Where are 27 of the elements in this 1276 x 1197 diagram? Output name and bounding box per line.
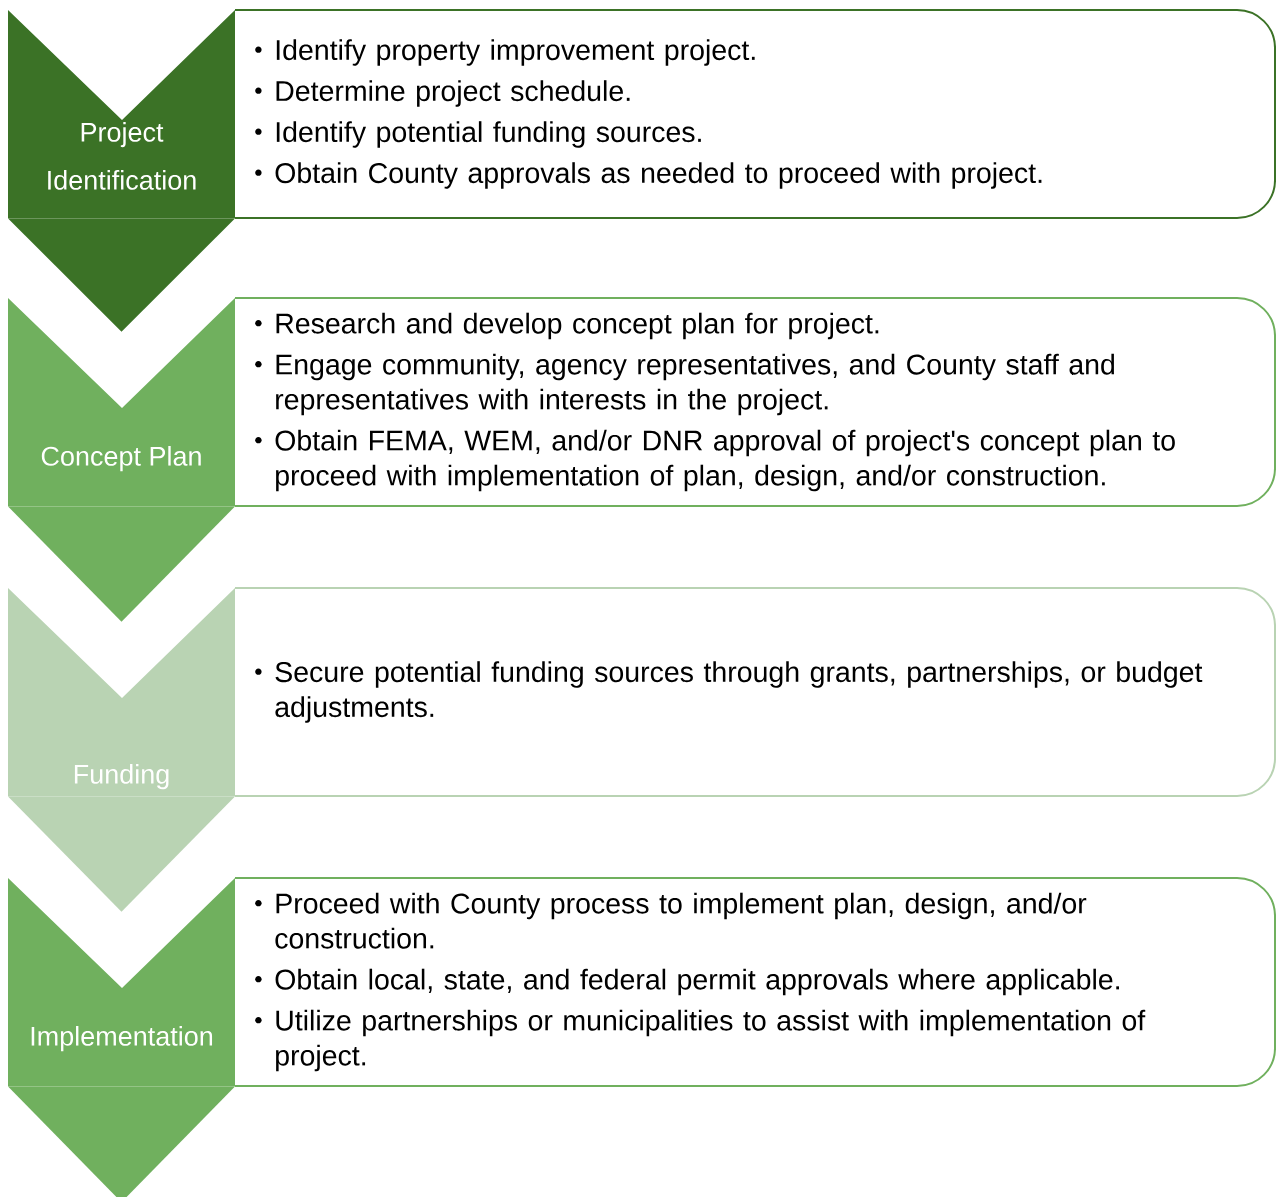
chevron-tip [7, 218, 236, 332]
node-label: Concept Plan [41, 445, 201, 472]
node-label: Secure potential funding sources through grants, partnerships, or budget adjustments. [275, 661, 1203, 723]
step-box: Identify property improvement project. Determine project schedule. Identify potential funding sources. Obtain County approvals as needed to proceed with project. [234, 9, 1276, 219]
node-label: Research and develop concept plan for project. [276, 312, 879, 340]
chevron-tip [7, 796, 236, 912]
step-band: Funding [8, 588, 235, 796]
node-label: Obtain County approvals as needed to proceed with project. [275, 162, 1042, 189]
node-label: Obtain local, state, and federal permit approvals where applicable. [275, 968, 1119, 996]
node-label: Project Identification [48, 121, 196, 190]
step-box: Secure potential funding sources through grants, partnerships, or budget adjustments. [234, 587, 1276, 797]
node-label: Determine project schedule. [276, 80, 630, 107]
chevron-tip [7, 1086, 236, 1197]
chevron-tip [7, 506, 236, 622]
node-label: Proceed with County process to implement plan, design, and/or construction. [275, 892, 1087, 949]
node-label: Engage community, agency representatives, and County staff and representatives with interests in the project. [276, 353, 1114, 416]
step-box: Proceed with County process to implement plan, design, and/or construction. Obtain local, state, and federal permit approvals where applicable. Utilize partnerships or municipalities to assist with implementation of project. [234, 877, 1276, 1087]
node-label: Implementation [31, 1025, 213, 1052]
step-band: Project Identification [8, 10, 235, 218]
node-label: Identify property improvement project. [276, 39, 755, 66]
step-band: Concept Plan [8, 298, 235, 506]
node-label: Obtain FEMA, WEM, and/or DNR approval of project's concept plan to proceed with implementation of plan, design, and/or construction. [275, 429, 1175, 492]
step-box: Research and develop concept plan for project. Engage community, agency representatives, and County staff and representatives with interests in the project. Obtain FEMA, WEM, and/or DNR approval of project's concept plan to proceed with implementation of plan, design, and/or construction. [234, 297, 1276, 507]
node-label: Utilize partnerships or municipalities to assist with implementation of project. [276, 1009, 1146, 1072]
step-band: Implementation [8, 878, 235, 1086]
node-label: Identify potential funding sources. [276, 121, 701, 148]
node-label: Funding [74, 763, 169, 790]
